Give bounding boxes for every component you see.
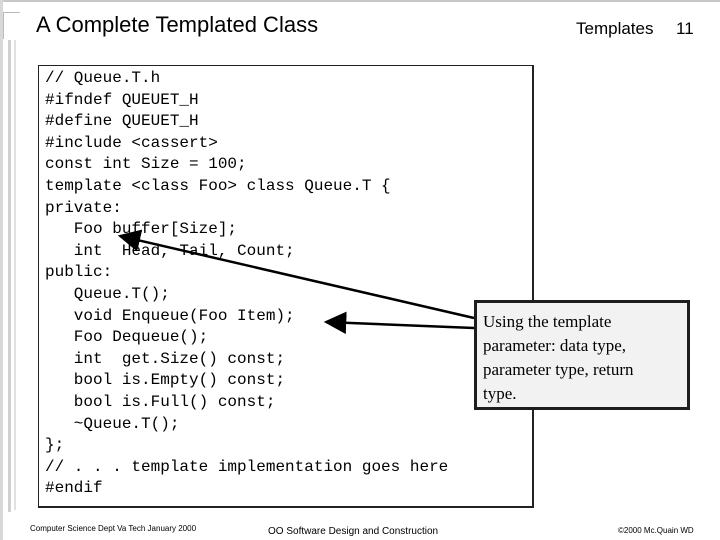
code-line: const int Size = 100; bbox=[45, 155, 247, 174]
footer-right: ©2000 Mc.Quain WD bbox=[618, 526, 694, 535]
code-line: Foo buffer[Size]; bbox=[45, 220, 238, 239]
code-line: // Queue.T.h bbox=[45, 69, 161, 87]
code-line: ~Queue.T(); bbox=[45, 414, 180, 433]
code-line: private: bbox=[45, 198, 122, 217]
code-line: template <class Foo> class Queue.T { bbox=[45, 176, 391, 195]
code-line: #endif bbox=[45, 479, 103, 498]
code-line: int get.Size() const; bbox=[45, 349, 286, 368]
code-line: int Head, Tail, Count; bbox=[45, 241, 295, 260]
code-line: bool is.Empty() const; bbox=[45, 371, 286, 390]
left-border bbox=[0, 0, 3, 540]
callout-line: type. bbox=[483, 384, 517, 403]
code-line: // . . . template implementation goes he… bbox=[45, 457, 449, 476]
top-border bbox=[0, 0, 720, 2]
code-line: #define QUEUET_H bbox=[45, 112, 199, 131]
code-line: Foo Dequeue(); bbox=[45, 328, 209, 347]
callout-line: parameter: data type, bbox=[483, 336, 627, 355]
code-line: bool is.Full() const; bbox=[45, 392, 276, 411]
arrow-to-buffer bbox=[117, 229, 475, 320]
code-line: #ifndef QUEUET_H bbox=[45, 90, 199, 109]
slide-topic: Templates bbox=[576, 19, 654, 38]
footer-left: Computer Science Dept Va Tech January 20… bbox=[30, 524, 197, 533]
code-box bbox=[38, 65, 534, 508]
footer-center: OO Software Design and Construction bbox=[268, 526, 439, 537]
code-listing: // Queue.T.h #ifndef QUEUET_H #define QUEU… bbox=[45, 68, 448, 500]
left-accent-bar bbox=[8, 40, 11, 512]
arrow-to-enqueue bbox=[323, 311, 475, 335]
code-line: #include <cassert> bbox=[45, 133, 218, 152]
code-line: }; bbox=[45, 436, 65, 455]
callout-box: Using the template parameter: data type,… bbox=[474, 300, 690, 410]
callout-line: parameter type, return bbox=[483, 360, 634, 379]
code-line: Queue.T(); bbox=[45, 284, 170, 303]
title-corner-decoration bbox=[3, 12, 20, 39]
slide-title: A Complete Templated Class bbox=[36, 12, 319, 37]
left-accent-bar-2 bbox=[14, 40, 16, 510]
page-number: 11 bbox=[676, 19, 694, 38]
code-line: public: bbox=[45, 263, 113, 282]
code-line: void Enqueue(Foo Item); bbox=[45, 306, 295, 325]
callout-line: Using the template bbox=[483, 312, 612, 331]
